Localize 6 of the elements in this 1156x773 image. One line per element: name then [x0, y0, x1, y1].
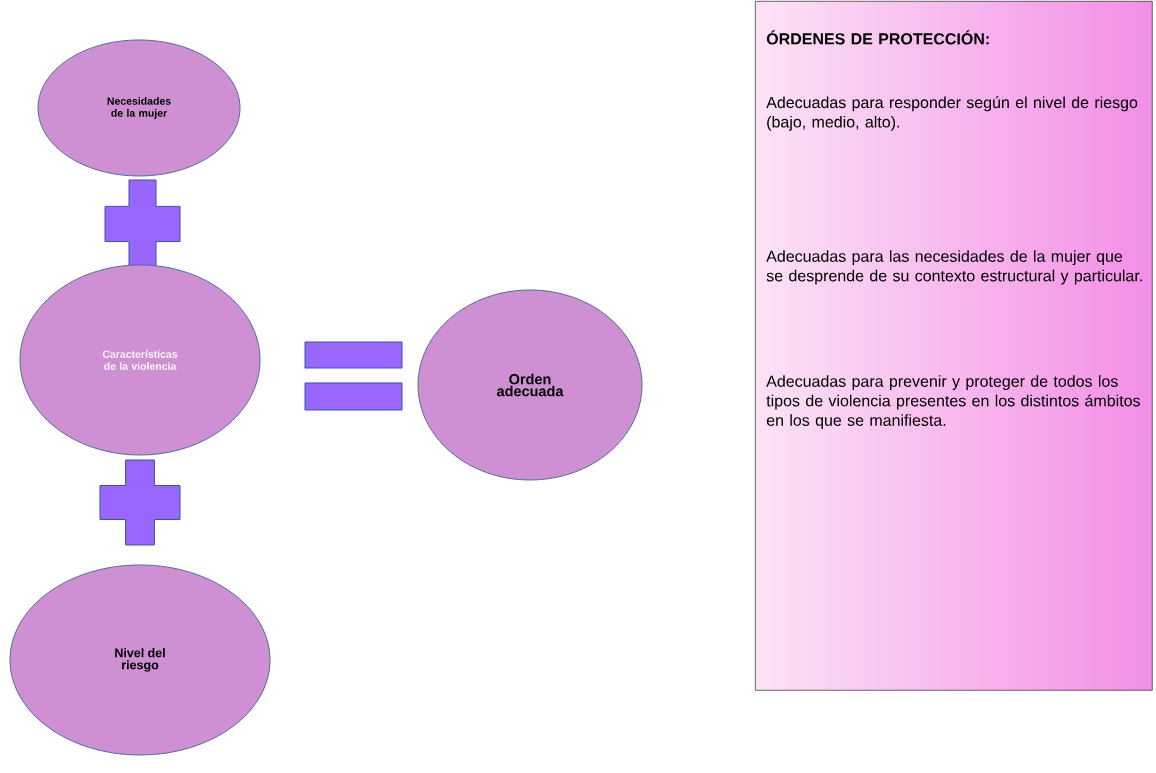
- ellipse-node: Nivel del riesgo: [9, 564, 271, 756]
- ellipse-node: Orden adecuada: [417, 289, 643, 481]
- text-panel: ÓRDENES DE PROTECCIÓN: Adecuadas para responder según el nivel de riesgo (bajo, medio, alto). Adecuadas para las necesidades de la mujer que se desprende de su contexto estructural y particular. Adecuadas para prevenir y proteger de todos los tipos de violencia presentes en los distintos ámbitos en los que se manifiesta.: [755, 1, 1153, 691]
- ellipse-node: Necesidades de la mujer: [37, 39, 241, 177]
- plus-sign: [99, 459, 181, 546]
- ellipse-node: Características de la violencia: [19, 264, 261, 456]
